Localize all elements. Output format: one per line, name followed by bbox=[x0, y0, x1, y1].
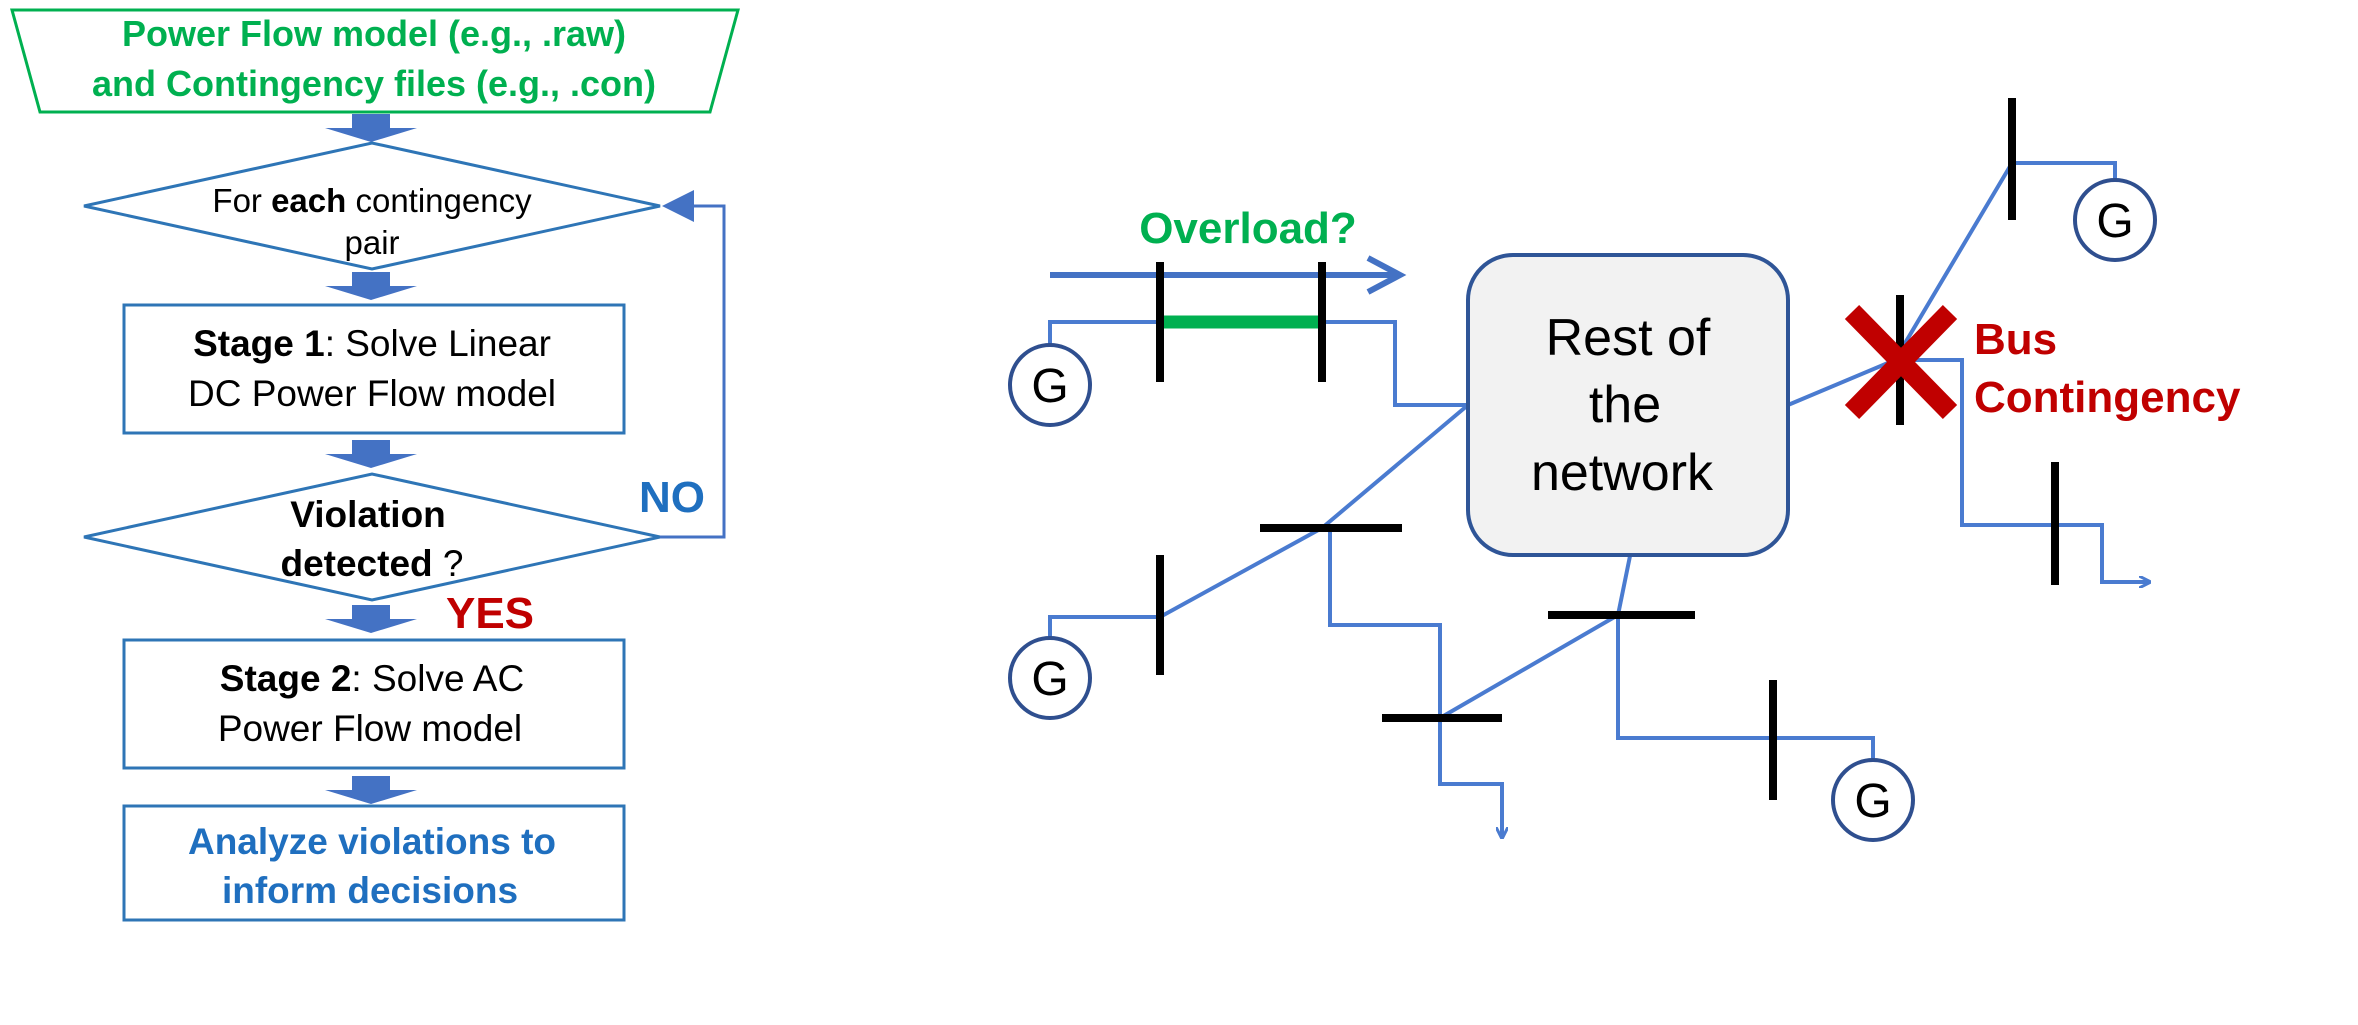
bus-contingency-line2: Contingency bbox=[1974, 373, 2241, 422]
generator-1-label: G bbox=[1031, 360, 1068, 413]
flow-arrow-4 bbox=[325, 605, 417, 633]
contingency-to-bus8-line bbox=[1895, 358, 2150, 582]
rest-of-network-line3: network bbox=[1531, 444, 1714, 502]
no-loop-arrowhead bbox=[662, 190, 694, 222]
bus2-to-network-line bbox=[1322, 320, 1468, 407]
network-diagram: Overload? bbox=[1008, 98, 2241, 842]
yes-label: YES bbox=[446, 589, 534, 638]
analyze-line2: inform decisions bbox=[222, 870, 518, 911]
stage2-box bbox=[122, 638, 626, 770]
no-label: NO bbox=[639, 473, 705, 522]
network-lines bbox=[1048, 161, 2150, 838]
rest-of-network-line2: the bbox=[1589, 376, 1661, 434]
input-files-line1: Power Flow model (e.g., .raw) bbox=[122, 13, 626, 54]
flow-arrow-5 bbox=[325, 776, 417, 804]
gen2-line bbox=[1048, 615, 1160, 638]
load1-line bbox=[1438, 718, 1502, 838]
bus3-to-bus-line bbox=[1159, 526, 1323, 619]
network-to-contingency-line bbox=[1787, 358, 1896, 407]
no-loop-line bbox=[660, 204, 726, 539]
bus4-to-bus5-line bbox=[1438, 613, 1620, 720]
stage1-line2: DC Power Flow model bbox=[188, 373, 556, 414]
stage2-line2: Power Flow model bbox=[218, 708, 522, 749]
contingency-x-icon bbox=[1844, 305, 1958, 419]
bus-to-bus4-line bbox=[1328, 528, 1442, 718]
input-files-line2: and Contingency files (e.g., .con) bbox=[92, 63, 656, 104]
rest-of-network-box bbox=[1466, 253, 1790, 557]
bus5-to-gen4-line bbox=[1616, 615, 1875, 765]
violation-line1: Violation bbox=[290, 494, 446, 535]
generator-4-label: G bbox=[1854, 775, 1891, 828]
flow-arrow-2 bbox=[325, 272, 417, 300]
network-to-bus-line bbox=[1320, 403, 1470, 530]
stage1-line1: Stage 1: Solve Linear bbox=[193, 323, 551, 364]
network-to-bus5-line bbox=[1616, 555, 1632, 616]
contingency-to-bus7-line bbox=[1893, 161, 2117, 362]
flow-arrow-1 bbox=[325, 114, 417, 142]
loop-decision-line1: For each contingency bbox=[212, 182, 532, 219]
generator-2: G bbox=[1008, 636, 1092, 720]
generator-2-label: G bbox=[1031, 653, 1068, 706]
analyze-box bbox=[122, 804, 626, 922]
stage2-line1: Stage 2: Solve AC bbox=[220, 658, 524, 699]
stage1-box bbox=[122, 303, 626, 435]
violation-line2: detected ? bbox=[280, 543, 463, 584]
overload-flow-arrow bbox=[1050, 255, 1407, 295]
flow-arrow-3 bbox=[325, 440, 417, 468]
flowchart: Power Flow model (e.g., .raw) and Contin… bbox=[10, 8, 740, 922]
analyze-line1: Analyze violations to bbox=[188, 821, 556, 862]
generator-3-label: G bbox=[2096, 195, 2133, 248]
rest-of-network-line1: Rest of bbox=[1546, 309, 1711, 367]
overload-label: Overload? bbox=[1139, 204, 1357, 253]
generator-4: G bbox=[1831, 758, 1915, 842]
generator-1: G bbox=[1008, 343, 1092, 427]
loop-decision-line2: pair bbox=[344, 224, 399, 261]
input-files-shape bbox=[10, 8, 740, 114]
bus-bars bbox=[1156, 98, 2059, 800]
loop-decision-shape bbox=[83, 141, 661, 271]
generator-3: G bbox=[2073, 178, 2157, 262]
bus-contingency-line1: Bus bbox=[1974, 315, 2057, 364]
